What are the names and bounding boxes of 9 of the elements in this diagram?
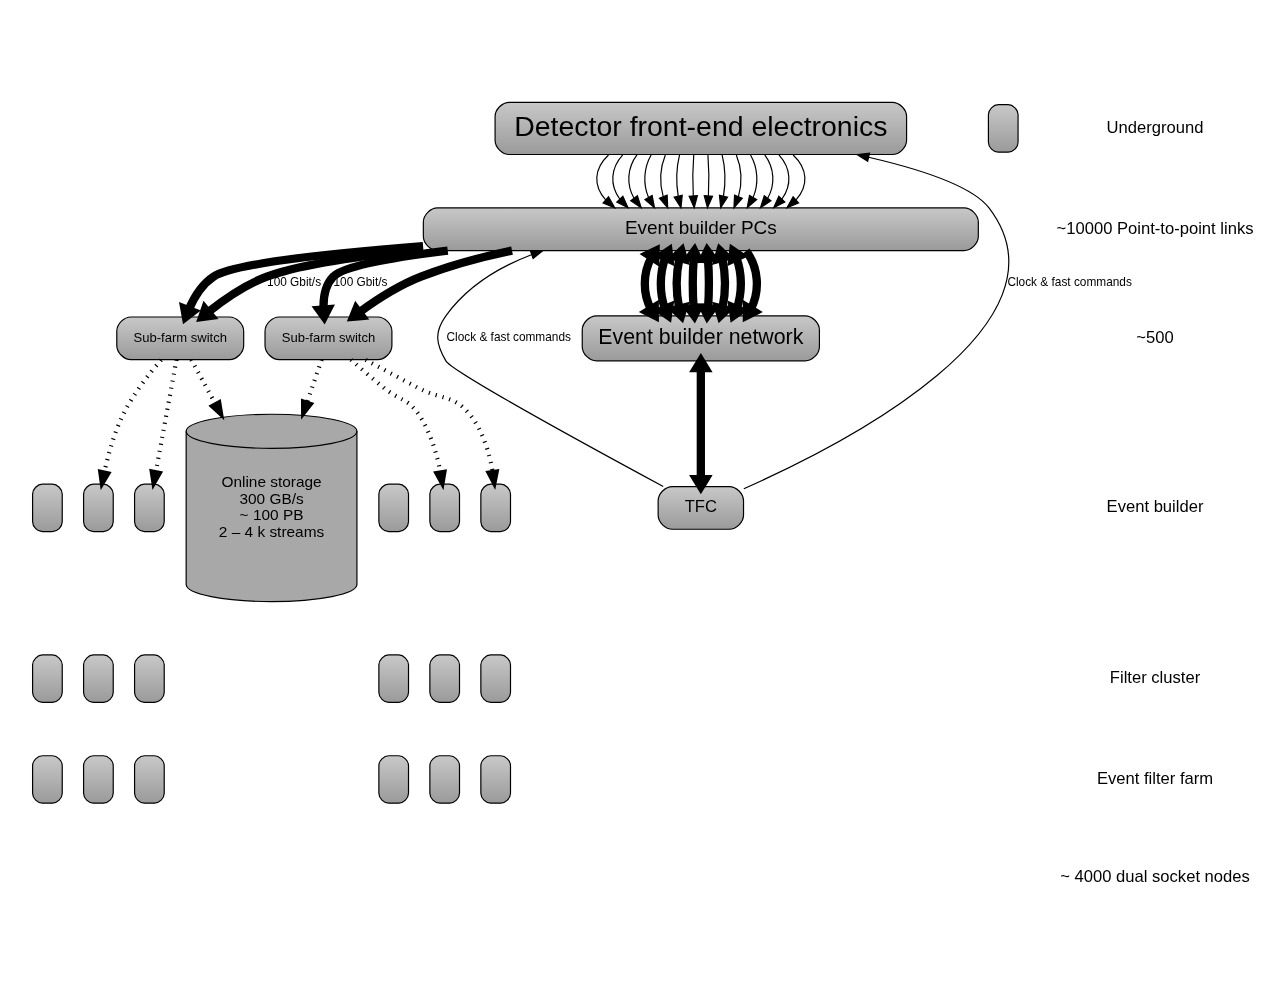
label: ~10000 Point-to-point links [1056,218,1254,238]
label: ~500 [1136,327,1174,347]
label: Event builder [1106,496,1204,516]
label: ~ 4000 dual socket nodes [1060,866,1250,886]
label: Event filter farm [1096,768,1214,788]
label: Filter cluster [1109,667,1201,687]
label: Underground [1106,117,1204,137]
edge-label: Clock & fast commands [446,329,571,344]
edge-label: Clock & fast commands [1007,274,1132,289]
